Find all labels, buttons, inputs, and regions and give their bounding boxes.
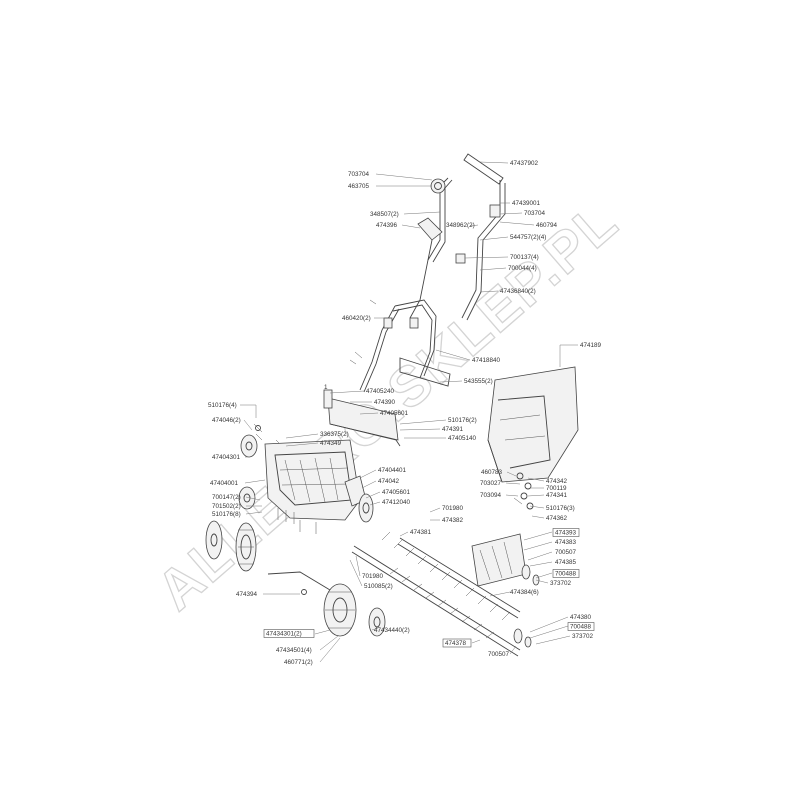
part-label-boxed: 474393 (555, 530, 577, 537)
part-label: 703704 (348, 171, 370, 178)
bolt-set-upper (253, 423, 283, 447)
part-label: 47404301 (212, 454, 241, 461)
part-label: 510176(3) (546, 505, 575, 512)
part-label: 47436840(2) (500, 288, 536, 295)
leader-lines (240, 161, 578, 663)
part-label: 474384(6) (510, 589, 539, 596)
part-label: 474349 (320, 440, 342, 447)
small-parts-right (513, 472, 534, 510)
part-label: 474385 (555, 559, 577, 566)
part-label: 700137(4) (510, 254, 539, 261)
part-label: 474341 (546, 492, 568, 499)
part-label-boxed: 700488 (570, 624, 592, 631)
grass-bag (487, 366, 579, 483)
boxed-label-frame (552, 569, 580, 578)
part-label: 474391 (442, 426, 464, 433)
tines-row (381, 531, 511, 639)
part-label: 474382 (442, 517, 464, 524)
bearing-right (513, 564, 540, 648)
part-label: 703027 (480, 480, 502, 487)
part-label: 544757(2)(4) (510, 234, 546, 241)
part-label: 474394 (236, 591, 258, 598)
rear-axle (267, 571, 331, 595)
part-label: 510085(2) (364, 583, 393, 590)
part-label-boxed: 700488 (555, 571, 577, 578)
wheel-left (235, 522, 257, 572)
part-label: 47405601 (382, 489, 411, 496)
part-label: 47439001 (512, 200, 541, 207)
boxed-label-frame (567, 622, 595, 631)
part-label: 700147(2) (212, 494, 241, 501)
part-label: 47405240 (366, 388, 395, 395)
part-label: 47405140 (448, 435, 477, 442)
wheel-right-hub (358, 493, 374, 523)
part-label: 460783 (481, 469, 503, 476)
part-label: 463705 (348, 183, 370, 190)
cable-clip (399, 357, 451, 387)
part-label: 543555(2) (464, 378, 493, 385)
part-label-boxed: 474378 (445, 640, 467, 647)
part-label: 700119 (546, 485, 567, 492)
part-label: 47405601 (380, 410, 409, 417)
part-label: 47418840 (472, 357, 501, 364)
part-label: 474189 (580, 342, 602, 349)
part-label: 460794 (536, 222, 558, 229)
lower-handle (349, 299, 437, 393)
part-label: 47437902 (510, 160, 539, 167)
part-label: 474042 (378, 478, 400, 485)
part-label: 703704 (524, 210, 546, 217)
part-label: 47404001 (210, 480, 239, 487)
part-label: 336375(2) (320, 431, 349, 438)
wheel-bottom-hub (368, 607, 386, 637)
roller-drum (471, 533, 527, 587)
small-wheel-top-left (240, 434, 258, 458)
part-label: 47434501(4) (276, 647, 312, 654)
part-label: 348962(2) (446, 222, 475, 229)
part-label: 348507(2) (370, 211, 399, 218)
part-label: 510176(4) (208, 402, 237, 409)
part-label: 373702 (572, 633, 594, 640)
boxed-label-frame (442, 638, 472, 648)
part-label: 700507 (555, 549, 577, 556)
part-label: 474362 (546, 515, 568, 522)
part-label: 701980 (362, 573, 384, 580)
part-label: 510176(8) (212, 511, 241, 518)
boxed-label-frame (552, 528, 580, 537)
part-label: 700507 (488, 651, 510, 658)
part-label: 47434440(2) (374, 627, 410, 634)
wheel-left-hub (205, 520, 223, 560)
adjust-lever (323, 389, 333, 409)
part-label: 700044(4) (508, 265, 537, 272)
part-label-boxed: 47434301(2) (266, 631, 302, 638)
part-label: 510176(2) (448, 417, 477, 424)
part-label: 474390 (374, 399, 396, 406)
part-label: 47404401 (378, 467, 407, 474)
boxed-label-frame (263, 629, 315, 638)
part-label: 1 (324, 384, 328, 391)
part-label: 474342 (546, 478, 568, 485)
part-label: 474396 (376, 222, 398, 229)
switch-box (409, 217, 443, 319)
tine-shaft (351, 537, 521, 657)
small-wheel-bottom-left (238, 486, 256, 510)
motor-housing (264, 439, 361, 521)
part-label: 460771(2) (284, 659, 313, 666)
part-label: 474381 (410, 529, 432, 536)
part-label: 47412040 (382, 499, 411, 506)
part-label: 474046(2) (212, 417, 241, 424)
part-label: 474383 (555, 539, 577, 546)
part-label: 474380 (570, 614, 592, 621)
adjust-knob (430, 178, 446, 194)
wheel-bottom-large (323, 583, 357, 637)
part-label: 373702 (550, 580, 572, 587)
part-label: 703094 (480, 492, 502, 499)
screw-column (277, 508, 317, 534)
part-label: 701502(2) (212, 503, 241, 510)
part-label: 460420(2) (342, 315, 371, 322)
deflector-flap (327, 397, 401, 447)
part-label: 701980 (442, 505, 464, 512)
part-labels: 47437902 703704 463705 47439001 348507(2… (208, 160, 602, 666)
